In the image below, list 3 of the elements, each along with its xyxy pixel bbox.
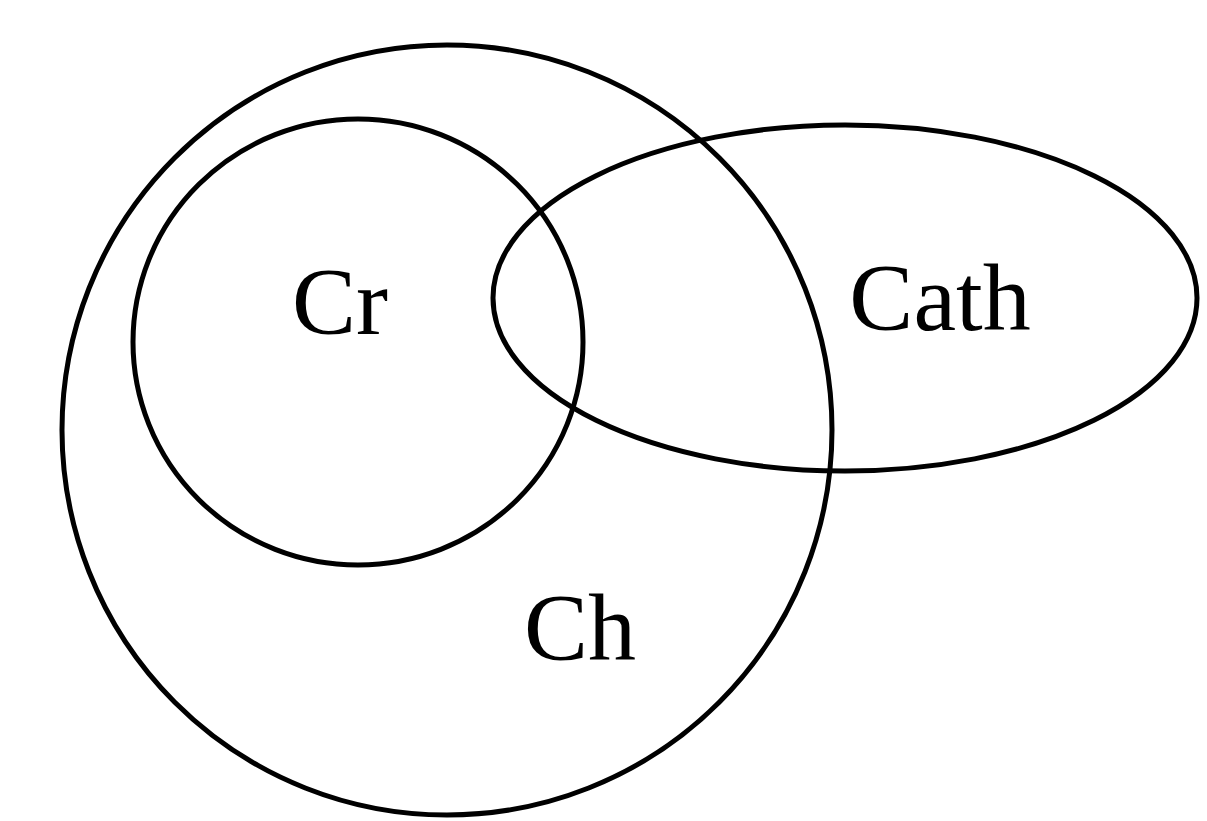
set-label: Ch	[524, 580, 636, 676]
set-label: Cr	[292, 254, 388, 350]
set-label: Cath	[849, 250, 1031, 346]
